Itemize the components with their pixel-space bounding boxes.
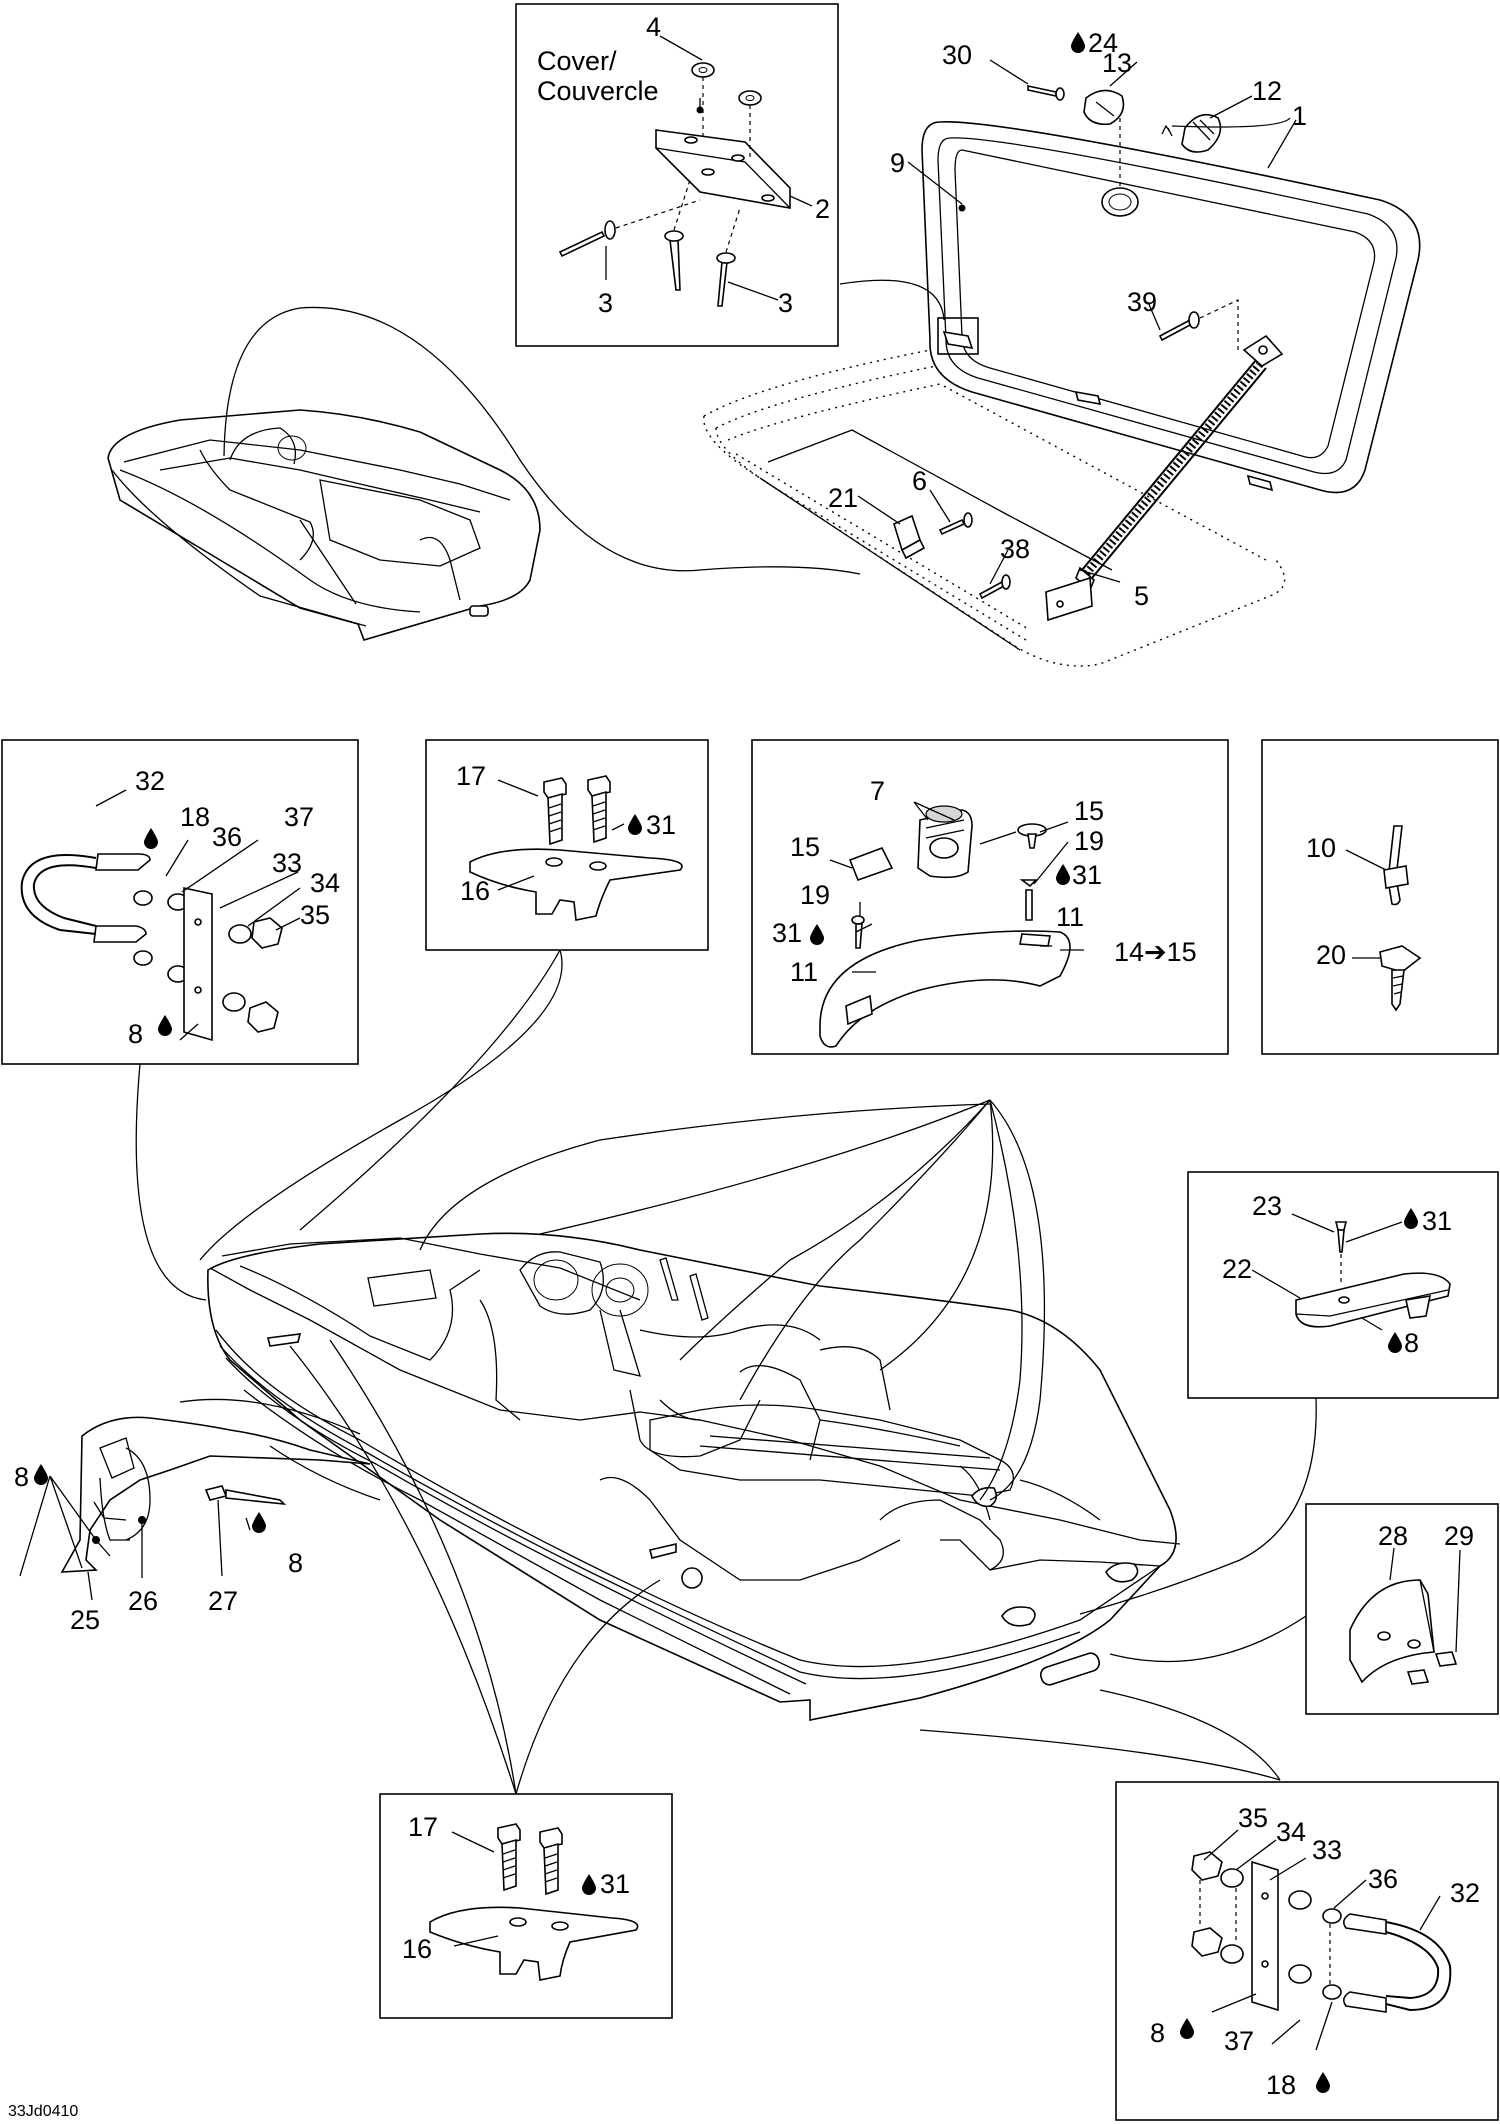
callout-31: 31 bbox=[1422, 1206, 1452, 1236]
callout-39: 39 bbox=[1127, 287, 1157, 317]
callout-rail-8b: 8 bbox=[288, 1548, 303, 1578]
callout-rail-8: 8 bbox=[14, 1462, 29, 1492]
callout-13: 13 bbox=[1102, 48, 1132, 78]
detail-box-ubolt-right: 35 34 33 36 32 8 37 18 bbox=[1115, 1781, 1499, 2121]
detail-box-ubolt-left: 32 18 36 37 33 34 35 8 bbox=[1, 739, 359, 1065]
callout-15a: 15 bbox=[1074, 796, 1104, 826]
detail-box-cleat-bottom: 17 31 16 bbox=[379, 1793, 673, 2019]
callout-1: 1 bbox=[1292, 101, 1307, 131]
callout-31: 31 bbox=[646, 810, 676, 840]
callout-33: 33 bbox=[1312, 1835, 1342, 1865]
callout-18: 18 bbox=[180, 802, 210, 832]
callout-32: 32 bbox=[135, 766, 165, 796]
callout-16: 16 bbox=[460, 876, 490, 906]
detail-box-ties: 10 20 bbox=[1261, 739, 1499, 1055]
callout-29: 29 bbox=[1444, 1521, 1474, 1551]
callout-37: 37 bbox=[1224, 2026, 1254, 2056]
callout-5: 5 bbox=[1134, 581, 1149, 611]
callout-11a: 11 bbox=[1056, 902, 1084, 932]
callout-17: 17 bbox=[456, 761, 486, 791]
detail-box-cover-hinge: 4 Cover/ Couvercle 2 3 3 bbox=[515, 3, 839, 347]
callout-3a: 3 bbox=[598, 288, 613, 318]
callout-8: 8 bbox=[1404, 1328, 1419, 1358]
callout-19b: 19 bbox=[800, 880, 830, 910]
callout-38: 38 bbox=[1000, 534, 1030, 564]
detail-box-cleat-top: 17 31 16 bbox=[425, 739, 709, 951]
detail-box-bumper: 23 31 22 8 bbox=[1187, 1171, 1499, 1399]
callout-34: 34 bbox=[310, 868, 340, 898]
callout-28: 28 bbox=[1378, 1521, 1408, 1551]
hatch-lid-assembly: 30 24 13 12 1 9 39 6 21 38 5 bbox=[703, 28, 1421, 667]
callout-25: 25 bbox=[70, 1605, 100, 1635]
callout-24: 24 bbox=[1088, 28, 1118, 58]
callout-35: 35 bbox=[1238, 1803, 1268, 1833]
callout-17: 17 bbox=[408, 1812, 438, 1842]
boat-main-drawing: 8 25 26 27 8 bbox=[14, 949, 1317, 1795]
callout-31b: 31 bbox=[772, 918, 802, 948]
callout-3b: 3 bbox=[778, 288, 793, 318]
callout-6: 6 bbox=[912, 466, 927, 496]
callout-27: 27 bbox=[208, 1586, 238, 1616]
detail-box-clip: 28 29 bbox=[1305, 1503, 1499, 1715]
callout-31: 31 bbox=[600, 1869, 630, 1899]
callout-22: 22 bbox=[1222, 1254, 1252, 1284]
callout-36: 36 bbox=[1368, 1864, 1398, 1894]
callout-7: 7 bbox=[870, 776, 885, 806]
callout-4: 4 bbox=[646, 12, 661, 42]
callout-15b: 15 bbox=[790, 832, 820, 862]
callout-33: 33 bbox=[272, 848, 302, 878]
callout-20: 20 bbox=[1316, 940, 1346, 970]
callout-21: 21 bbox=[828, 483, 858, 513]
callout-34: 34 bbox=[1276, 1817, 1306, 1847]
cover-label-fr: Couvercle bbox=[537, 76, 659, 106]
callout-32: 32 bbox=[1450, 1878, 1480, 1908]
callout-2: 2 bbox=[815, 194, 830, 224]
callout-11b: 11 bbox=[790, 957, 818, 987]
cover-label-en: Cover/ bbox=[537, 46, 617, 76]
callout-26: 26 bbox=[128, 1586, 158, 1616]
callout-8: 8 bbox=[1150, 2018, 1165, 2048]
callout-37: 37 bbox=[284, 802, 314, 832]
callout-18: 18 bbox=[1266, 2070, 1296, 2100]
boat-overview-small bbox=[107, 279, 945, 641]
drawing-code: 33Jd0410 bbox=[8, 2103, 78, 2120]
detail-box-handle: 7 15 19 31 15 19 31 11 11 14➔15 bbox=[751, 739, 1229, 1055]
callout-23: 23 bbox=[1252, 1191, 1282, 1221]
callout-8: 8 bbox=[128, 1019, 143, 1049]
callout-19a: 19 bbox=[1074, 826, 1104, 856]
callout-9: 9 bbox=[890, 148, 905, 178]
callout-16: 16 bbox=[402, 1934, 432, 1964]
callout-35: 35 bbox=[300, 900, 330, 930]
callout-12: 12 bbox=[1252, 76, 1282, 106]
callout-14-arrow-15: 14➔15 bbox=[1114, 937, 1197, 967]
callout-36: 36 bbox=[212, 822, 242, 852]
callout-10: 10 bbox=[1306, 833, 1336, 863]
callout-31a: 31 bbox=[1072, 860, 1102, 890]
callout-30: 30 bbox=[942, 40, 972, 70]
